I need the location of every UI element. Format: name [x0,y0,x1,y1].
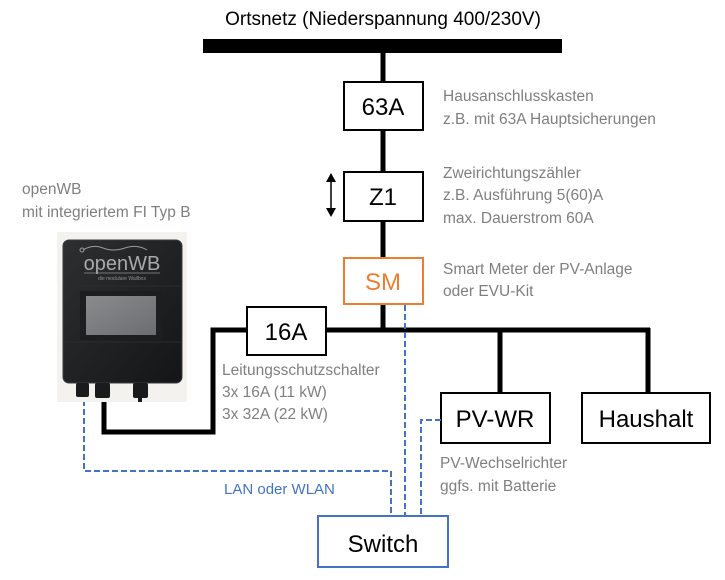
wallbox-device[interactable]: openWB die modulare Wallbox [57,232,187,402]
wallbox-logo-text: openWB [84,253,161,275]
meter-note-1: Zweirichtungszähler [443,165,581,182]
wallbox-note-1: openWB [22,181,81,198]
inverter-label: PV-WR [456,406,535,433]
breaker-note-3: 3x 32A (22 kW) [222,406,328,423]
feeder-wallbox [101,327,248,435]
meter-label: Z1 [369,184,397,211]
breaker-note-1: Leitungsschutzschalter [222,362,380,379]
meter-note-3: max. Dauerstrom 60A [443,210,594,227]
breaker-box[interactable]: 16A [246,306,327,356]
household-label: Haushalt [599,406,694,433]
grid-title: Ortsnetz (Niederspannung 400/230V) [225,9,541,30]
lan-label: LAN oder WLAN [224,481,335,498]
inverter-note-2: ggfs. mit Batterie [440,478,556,495]
inverter-note-1: PV-Wechselrichter [440,455,567,472]
wallbox-display [86,296,156,335]
wallbox-logo: openWB die modulare Wallbox [79,245,161,282]
meter-note-2: z.B. Ausführung 5(60)A [443,187,604,204]
lan-link-wallbox [83,400,392,516]
inverter-box[interactable]: PV-WR [440,392,551,444]
main-fuse-box[interactable]: 63A [343,81,424,131]
smart-meter-note-2: oder EVU-Kit [443,283,534,300]
smart-meter-label: SM [365,269,401,296]
smart-meter-box[interactable]: SM [343,257,424,305]
household-box[interactable]: Haushalt [581,392,711,444]
breaker-note-2: 3x 16A (11 kW) [222,384,327,401]
smart-meter-note-1: Smart Meter der PV-Anlage [443,261,633,278]
breaker-label: 16A [265,319,308,346]
switch-label: Switch [348,531,419,558]
meter-box[interactable]: Z1 [343,171,424,222]
cable-glands [76,383,148,402]
bidirectional-arrow-icon [326,173,336,217]
wallbox-note-2: mit integriertem FI Typ B [22,204,191,221]
grid-busbar [203,39,562,53]
main-fuse-label: 63A [362,94,405,121]
main-fuse-note-1: Hausanschlusskasten [443,88,594,105]
switch-box[interactable]: Switch [317,515,449,568]
wallbox-tagline: die modulare Wallbox [98,276,146,282]
lan-link-inverter [420,419,441,516]
main-fuse-note-2: z.B. mit 63A Hauptsicherungen [443,111,656,128]
data-links [83,305,441,516]
